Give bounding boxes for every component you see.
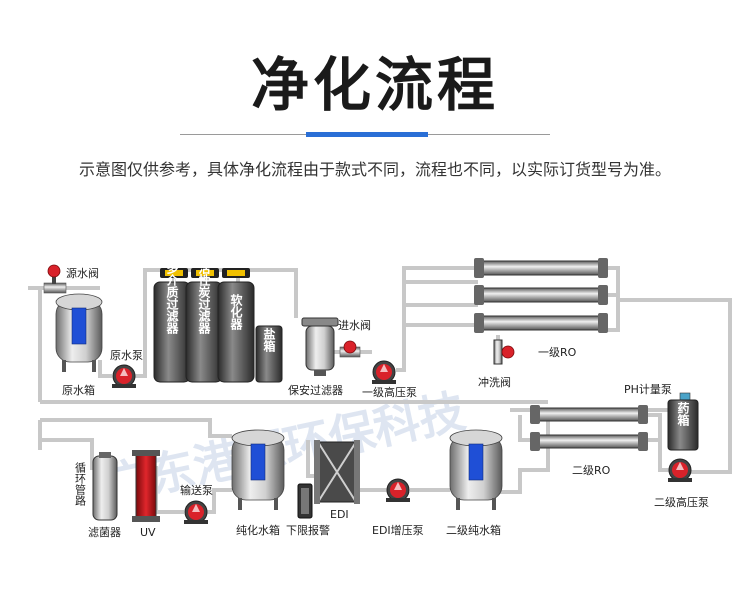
circulation-pipe-label: 循环管路 [74, 462, 87, 507]
pure-tank [231, 429, 285, 510]
transfer-pump-label: 输送泵 [180, 483, 213, 497]
dosing-tank-label: 药箱 [676, 401, 690, 427]
edi-label: EDI [330, 508, 349, 521]
hp-pump-1 [372, 360, 396, 384]
hp-pump-2 [668, 458, 692, 482]
page-subtitle: 示意图仅供参考，具体净化流程由于款式不同，流程也不同，以实际订货型号为准。 [78, 160, 671, 179]
multimedia-filter: 多介质过滤器 [153, 261, 191, 383]
edi-module [314, 440, 360, 504]
dosing-tank: 药箱 [667, 392, 699, 451]
salt-tank-label: 盐箱 [262, 327, 276, 353]
ro-1-label: 一级RO [538, 346, 577, 359]
pure-tank-label: 纯化水箱 [236, 523, 280, 537]
multimedia-filter-label: 多介质过滤器 [165, 261, 179, 335]
secondary-pure-tank [449, 429, 503, 510]
softener-label: 软化器 [229, 293, 243, 331]
ro-2-label: 二级RO [572, 464, 611, 477]
carbon-filter: 活性炭过滤器 [185, 261, 223, 383]
page-title: 净化流程 [250, 51, 499, 119]
flush-valve [493, 339, 515, 365]
raw-tank [55, 293, 103, 372]
low-level-alarm [297, 483, 313, 519]
low-alarm-label: 下限报警 [286, 523, 330, 537]
ro-2-membranes [530, 405, 648, 451]
sterilizer [92, 452, 118, 521]
inlet-valve [339, 340, 361, 358]
hp-pump-1-label: 一级高压泵 [362, 385, 417, 399]
ph-pump-label: PH计量泵 [624, 383, 672, 396]
salt-tank: 盐箱 [255, 325, 283, 383]
edi-pump [386, 478, 410, 502]
ro-1-membranes [474, 258, 608, 333]
raw-pump-label: 原水泵 [110, 349, 143, 362]
raw-valve [43, 264, 67, 294]
transfer-pump [184, 500, 208, 524]
security-filter-label: 保安过滤器 [288, 383, 343, 397]
uv-sterilizer [132, 450, 160, 522]
softener: 软化器 [217, 268, 255, 383]
flush-valve-label: 冲洗阀 [478, 375, 511, 389]
raw-tank-label: 原水箱 [62, 383, 95, 397]
edi-pump-label: EDI增压泵 [372, 523, 424, 537]
raw-pump [112, 364, 136, 388]
inlet-valve-label: 进水阀 [338, 318, 371, 332]
tank-2-label: 二级纯水箱 [446, 523, 501, 537]
uv-label: UV [140, 526, 156, 539]
raw-valve-label: 源水阀 [66, 266, 99, 280]
title-accent-bar [306, 132, 428, 137]
hp-pump-2-label: 二级高压泵 [654, 495, 709, 509]
sterilizer-label: 滤菌器 [88, 526, 121, 539]
carbon-filter-label: 活性炭过滤器 [197, 261, 211, 335]
security-filter [301, 317, 339, 376]
